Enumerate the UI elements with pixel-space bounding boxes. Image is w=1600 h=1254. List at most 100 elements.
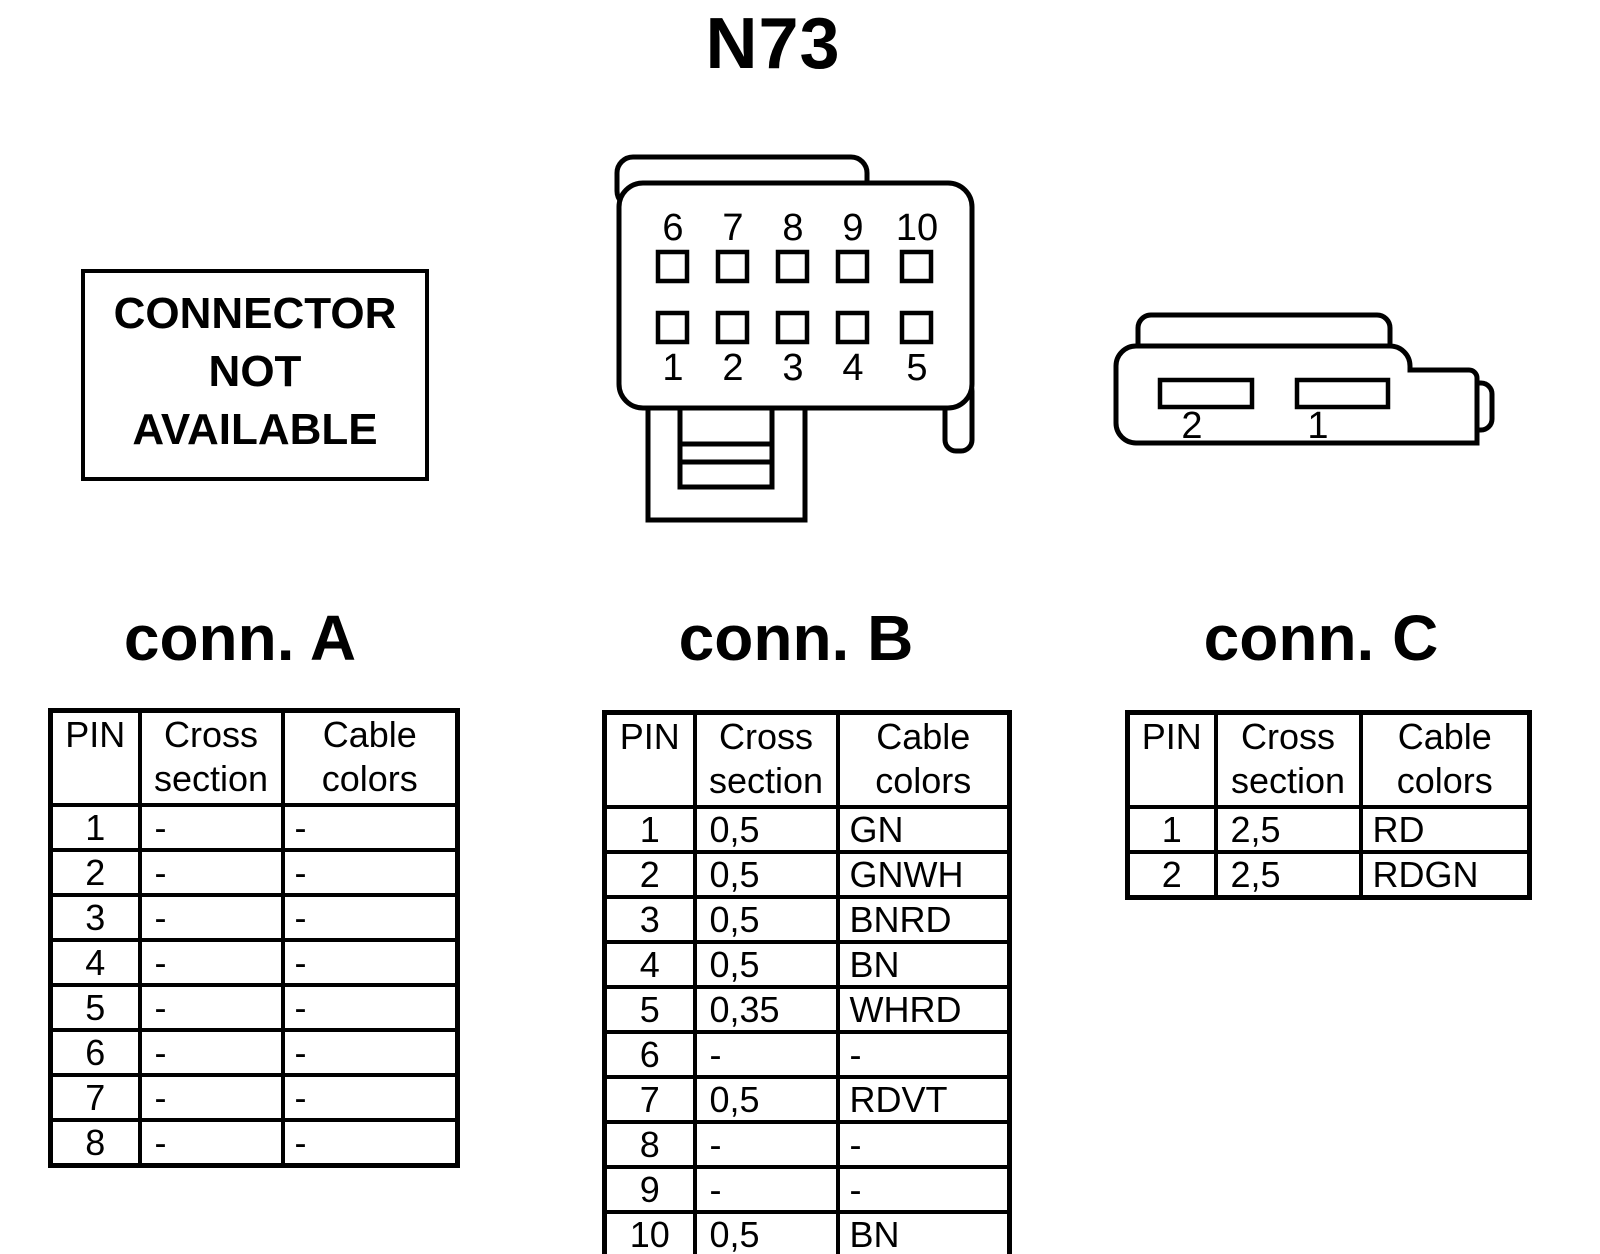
table-cell: -	[137, 803, 285, 852]
table-row: 4--	[48, 938, 460, 987]
pin-cavity	[655, 249, 690, 284]
column-header: Cross section	[137, 708, 285, 807]
table-row: 5--	[48, 983, 460, 1032]
table-cell: -	[280, 1073, 460, 1122]
table-cell: -	[280, 848, 460, 897]
table-cell: 0,5	[692, 1210, 840, 1254]
table-cell: 9	[602, 1165, 697, 1214]
column-header: Cable colors	[280, 708, 460, 807]
table-cell: -	[280, 1028, 460, 1077]
connector-body	[616, 180, 975, 411]
pin-cavity	[775, 310, 810, 345]
connector-c-diagram: 2 1	[1113, 312, 1495, 447]
table-cell: 4	[602, 940, 697, 989]
table-cell: 1	[48, 803, 142, 852]
table-cell: -	[692, 1120, 840, 1169]
table-cell: 8	[602, 1120, 697, 1169]
table-cell: GN	[835, 805, 1012, 854]
pin-number: 1	[662, 347, 683, 389]
connector-b-diagram: 6 7 8 9 10 1 2 3 4 5	[614, 154, 975, 523]
table-cell: -	[692, 1030, 840, 1079]
table-cell: -	[692, 1165, 840, 1214]
table-cell: BNRD	[835, 895, 1012, 944]
table-cell: -	[835, 1120, 1012, 1169]
table-cell: -	[280, 938, 460, 987]
connector-not-available-box: CONNECTOR NOT AVAILABLE	[81, 269, 429, 481]
pin-cavity	[835, 310, 870, 345]
pin-number: 2	[1181, 405, 1202, 447]
pin-slot	[1294, 377, 1391, 410]
table-cell: -	[280, 1118, 460, 1168]
pin-number: 8	[782, 207, 803, 249]
table-cell: -	[280, 983, 460, 1032]
table-row: 6--	[48, 1028, 460, 1077]
table-cell: -	[137, 983, 285, 1032]
pin-cavity	[775, 249, 810, 284]
table-cell: 6	[48, 1028, 142, 1077]
table-cell: -	[137, 938, 285, 987]
pin-number: 1	[1307, 405, 1328, 447]
table-cell: 0,5	[692, 895, 840, 944]
table-cell: -	[137, 893, 285, 942]
table-row: 9--	[602, 1165, 1012, 1214]
table-row: 6--	[602, 1030, 1012, 1079]
column-header: Cable colors	[1358, 710, 1532, 809]
table-cell: 1	[1125, 805, 1218, 854]
table-cell: -	[137, 1118, 285, 1168]
table-cell: -	[280, 893, 460, 942]
table-cell: 7	[602, 1075, 697, 1124]
table-cell: -	[835, 1165, 1012, 1214]
table-cell: 8	[48, 1118, 142, 1168]
table-cell: RDVT	[835, 1075, 1012, 1124]
table-cell: BN	[835, 1210, 1012, 1254]
column-header: Cable colors	[835, 710, 1012, 809]
table-cell: 7	[48, 1073, 142, 1122]
table-cell: RDGN	[1358, 850, 1532, 900]
pin-number: 7	[722, 207, 743, 249]
column-header: Cross section	[692, 710, 840, 809]
table-cell: 1	[602, 805, 697, 854]
table-cell: 2	[602, 850, 697, 899]
na-box-line: CONNECTOR	[113, 289, 397, 338]
table-cell: 0,5	[692, 805, 840, 854]
na-box-line: NOT	[208, 347, 302, 396]
pin-cavity	[835, 249, 870, 284]
pin-cavity	[899, 310, 934, 345]
table-cell: 2,5	[1213, 850, 1363, 900]
conn-a-title: conn. A	[123, 602, 357, 674]
pin-cavity	[715, 249, 750, 284]
pin-cavity	[715, 310, 750, 345]
pin-number: 5	[906, 347, 927, 389]
na-box-line: AVAILABLE	[132, 405, 378, 454]
table-cell: -	[137, 1028, 285, 1077]
table-cell: 0,5	[692, 940, 840, 989]
table-cell: -	[835, 1030, 1012, 1079]
pin-number: 9	[842, 207, 863, 249]
table-cell: 4	[48, 938, 142, 987]
table-row: 1--	[48, 803, 460, 852]
table-cell: 5	[48, 983, 142, 1032]
table-cell: -	[137, 1073, 285, 1122]
table-cell: -	[137, 848, 285, 897]
table-cell: BN	[835, 940, 1012, 989]
table-row: 3--	[48, 893, 460, 942]
table-cell: RD	[1358, 805, 1532, 854]
table-row: 8--	[602, 1120, 1012, 1169]
table-cell: 2,5	[1213, 805, 1363, 854]
table-cell: 0,5	[692, 1075, 840, 1124]
table-cell: 2	[1125, 850, 1218, 900]
column-header: PIN	[48, 708, 142, 807]
